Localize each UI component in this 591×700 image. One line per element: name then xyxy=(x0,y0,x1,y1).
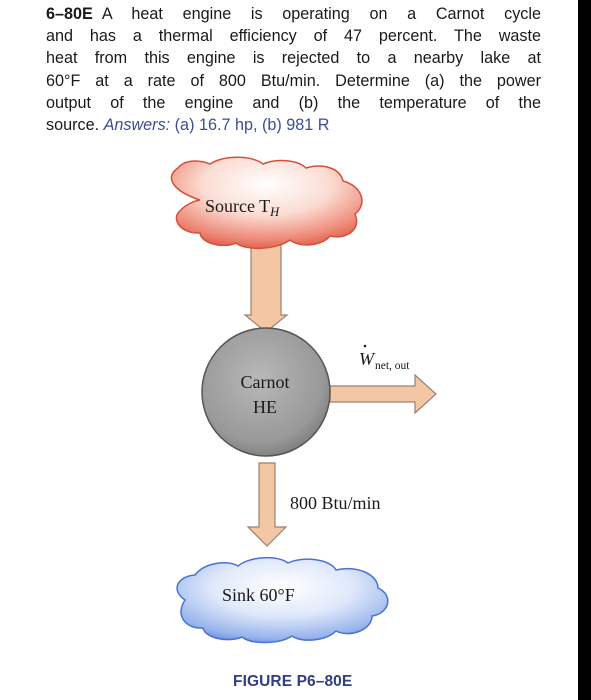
work-out-arrow xyxy=(329,373,437,415)
textbook-page: 6–80E A heat engine is operating on a Car… xyxy=(0,0,578,700)
problem-line-1: 6–80E A heat engine is operating on a Car… xyxy=(46,3,541,25)
problem-line-4: 60°F at a rate of 800 Btu/min. Determine… xyxy=(46,71,541,90)
work-symbol: W xyxy=(359,349,376,369)
sink-cloud xyxy=(176,557,389,644)
page-edge xyxy=(578,0,591,700)
problem-line-2: and has a thermal efficiency of 47 perce… xyxy=(46,27,541,46)
heat-in-arrow xyxy=(243,244,289,333)
problem-line-5: output of the engine and (b) the tempera… xyxy=(46,93,541,112)
work-subscript: net, out xyxy=(375,360,410,372)
carnot-engine-diagram: Source TH Carnot HE W net, out 800 Btu/m… xyxy=(170,156,437,644)
answer-a-value: 16.7 hp, xyxy=(198,116,258,135)
heat-rate-label: 800 Btu/min xyxy=(290,493,381,513)
engine-label-line2: HE xyxy=(253,397,277,417)
engine-label-line1: Carnot xyxy=(241,372,290,392)
problem-line-3: heat from this engine is rejected to a n… xyxy=(46,49,541,68)
source-label: Source TH xyxy=(205,196,280,219)
source-cloud xyxy=(170,156,363,249)
work-dot-icon xyxy=(363,344,367,348)
problem-statement: 6–80E A heat engine is operating on a Car… xyxy=(46,3,541,136)
carnot-engine-circle xyxy=(201,327,331,457)
problem-text-line: A heat engine is operating on a Carnot c… xyxy=(101,5,541,23)
problem-line-6: source. Answers: (a) 16.7 hp, (b) 981 R xyxy=(46,114,541,136)
source-label-text: Source T xyxy=(205,196,270,216)
problem-number: 6–80E xyxy=(46,5,93,23)
problem-text-line: source. xyxy=(46,116,100,135)
answers-label: Answers: xyxy=(103,116,171,135)
source-subscript: H xyxy=(269,205,280,219)
sink-label: Sink 60°F xyxy=(222,585,295,605)
work-label: W net, out xyxy=(359,344,410,372)
heat-out-arrow xyxy=(246,462,288,547)
answers: Answers: (a) 16.7 hp, (b) 981 R xyxy=(104,116,330,134)
answer-b-value: 981 R xyxy=(286,116,330,135)
answer-b-tag: (b) xyxy=(261,116,282,135)
figure-caption: FIGURE P6–80E xyxy=(233,673,353,690)
answer-a-tag: (a) xyxy=(174,116,195,135)
